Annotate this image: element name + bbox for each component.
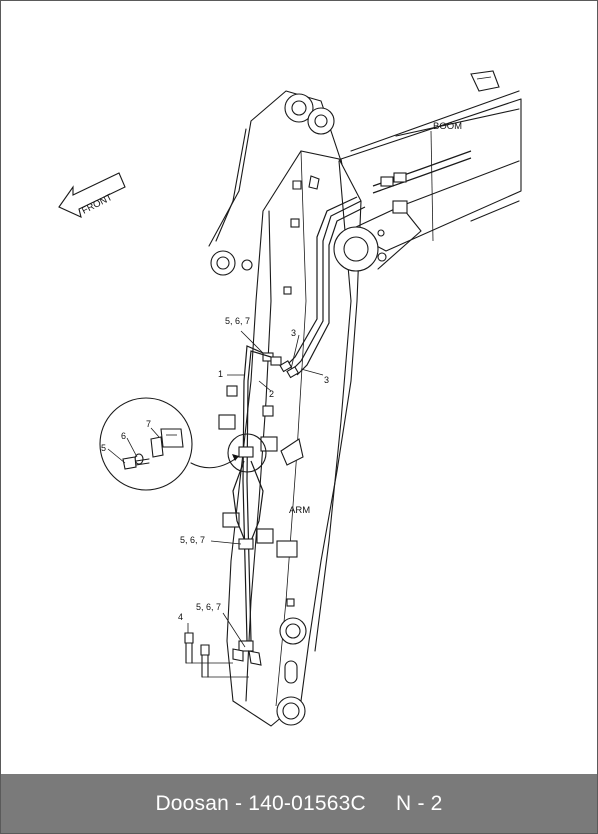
callout-3-upper: 3 [291,328,296,338]
detail-callout-7: 7 [146,419,151,429]
callout-2: 2 [269,389,274,399]
front-arrow [58,172,126,218]
detail-callout-5: 5 [101,443,106,453]
bolt-group [184,623,249,678]
callout-5-6-7-top: 5, 6, 7 [225,316,250,326]
detail-callout-6: 6 [121,431,126,441]
callout-4: 4 [178,612,183,622]
boom-label: BOOM [433,121,462,132]
callout-3-lower: 3 [324,375,329,385]
arm-label: ARM [289,505,310,516]
arm-hydraulic-piping-diagram: BOOM ARM FRONT 5, 6, 7 1 2 3 3 5, 6, 7 4… [1,1,597,773]
callout-5-6-7-bottom: 5, 6, 7 [196,602,221,612]
leader-lines [107,330,324,648]
hose-routing [227,196,366,666]
callout-5-6-7-middle: 5, 6, 7 [180,535,205,545]
arm-body [208,90,422,727]
callout-1: 1 [218,369,223,379]
detail-view [99,397,240,491]
footer-part-number: Doosan - 140-01563C N - 2 [155,791,443,815]
boom [340,70,522,252]
footer-bar: Doosan - 140-01563C N - 2 [1,774,597,833]
